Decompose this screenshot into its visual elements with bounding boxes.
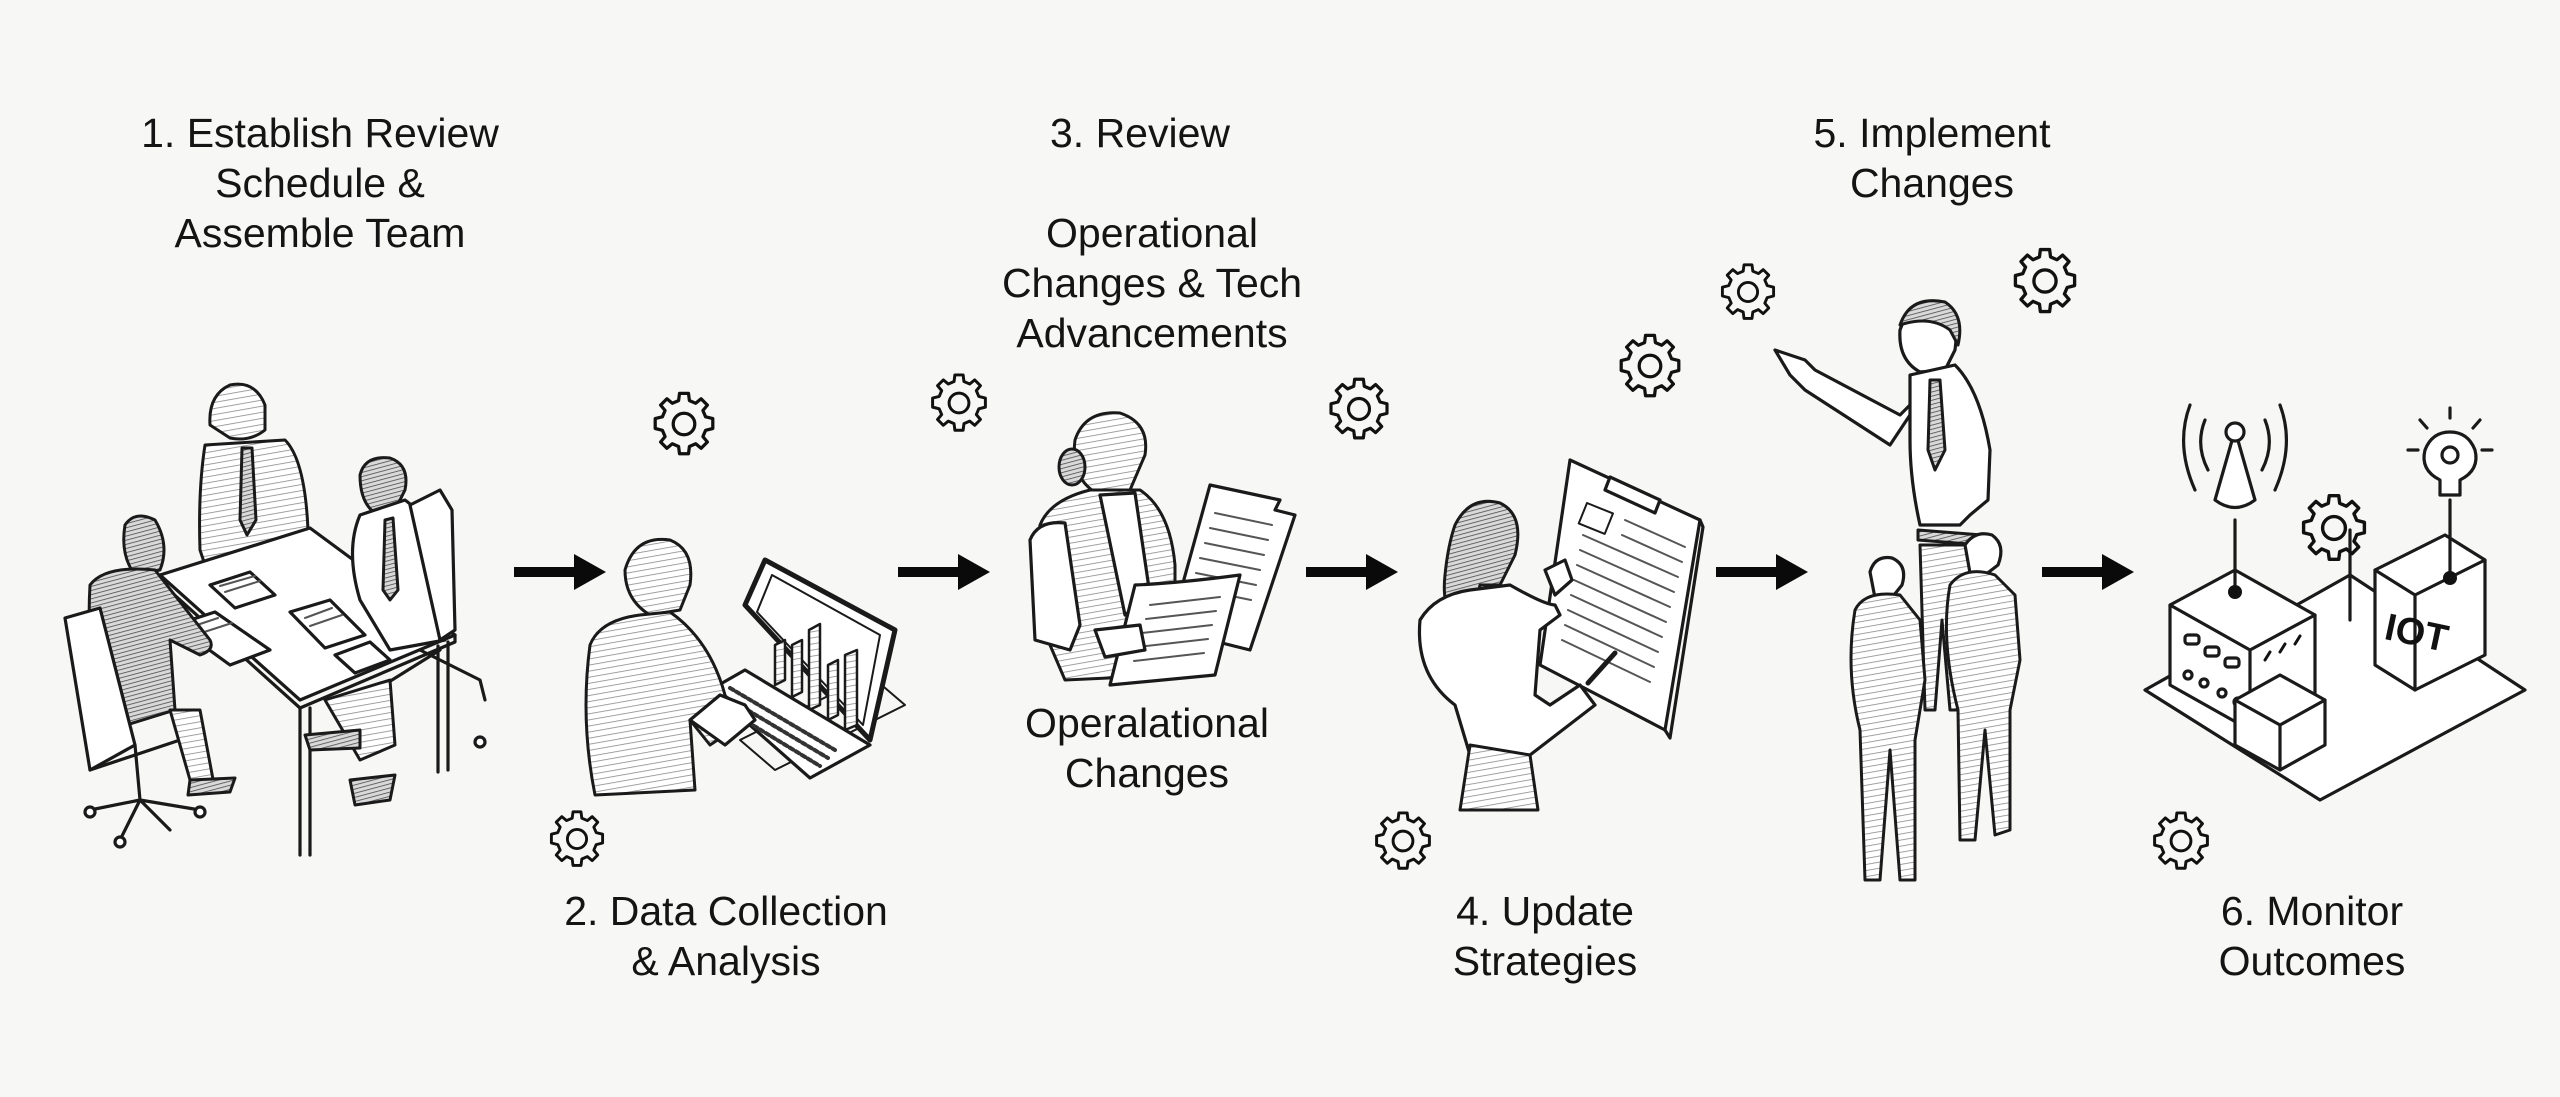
gear-icon xyxy=(926,370,992,436)
step-5-title: 5. Implement xyxy=(1813,110,2051,156)
step-3-footer-line-1: Operalational xyxy=(1025,700,1269,746)
gear-icon xyxy=(545,807,609,871)
arrow-right-icon xyxy=(2042,552,2134,592)
step-5-line-2: Changes xyxy=(1849,160,2015,206)
gear-icon xyxy=(1370,808,1436,874)
gear-icon xyxy=(2148,808,2214,874)
gear-icon xyxy=(1324,374,1394,444)
step-4-line-2: Strategies xyxy=(1452,938,1638,984)
step-1-title: 1. Establish Review xyxy=(141,110,499,156)
team-meeting-illustration xyxy=(63,382,487,857)
step-3-title: 3. Review xyxy=(1049,110,1231,156)
step-2-title: 2. Data Collection xyxy=(564,888,888,934)
step-3-subline-3: Advancements xyxy=(1016,310,1288,356)
implement-changes-illustration xyxy=(1773,299,2022,882)
gear-icon xyxy=(2296,490,2372,566)
laptop-analysis-illustration xyxy=(584,537,906,797)
step-3-subtitle: Operational Changes & Tech Advancements xyxy=(1002,208,1302,358)
update-strategies-illustration xyxy=(1417,458,1705,812)
step-3-label: 3. Review xyxy=(1050,108,1230,158)
step-3-subline-2: Changes & Tech xyxy=(1001,260,1303,306)
step-3-footer: Operalational Changes xyxy=(1025,698,1269,798)
review-documents-illustration xyxy=(1028,411,1297,687)
step-4-title: 4. Update xyxy=(1456,888,1634,934)
gear-icon xyxy=(1614,330,1686,402)
step-6-title: 6. Monitor xyxy=(2220,888,2404,934)
iot-monitoring-illustration: IOT xyxy=(2143,403,2527,802)
step-1-line-3: Assemble Team xyxy=(174,210,466,256)
step-3-footer-line-2: Changes xyxy=(1064,750,1230,796)
step-4-label: 4. Update Strategies xyxy=(1453,886,1638,986)
arrow-right-icon xyxy=(1306,552,1398,592)
step-3-subline-1: Operational xyxy=(1046,210,1258,256)
step-6-line-2: Outcomes xyxy=(2218,938,2406,984)
step-5-label: 5. Implement Changes xyxy=(1814,108,2051,208)
step-2-label: 2. Data Collection & Analysis xyxy=(564,886,888,986)
step-1-line-2: Schedule & xyxy=(215,160,425,206)
gear-icon xyxy=(648,388,720,460)
step-1-label: 1. Establish Review Schedule & Assemble … xyxy=(141,108,499,258)
step-6-label: 6. Monitor Outcomes xyxy=(2219,886,2406,986)
step-2-line-2: & Analysis xyxy=(631,938,821,984)
